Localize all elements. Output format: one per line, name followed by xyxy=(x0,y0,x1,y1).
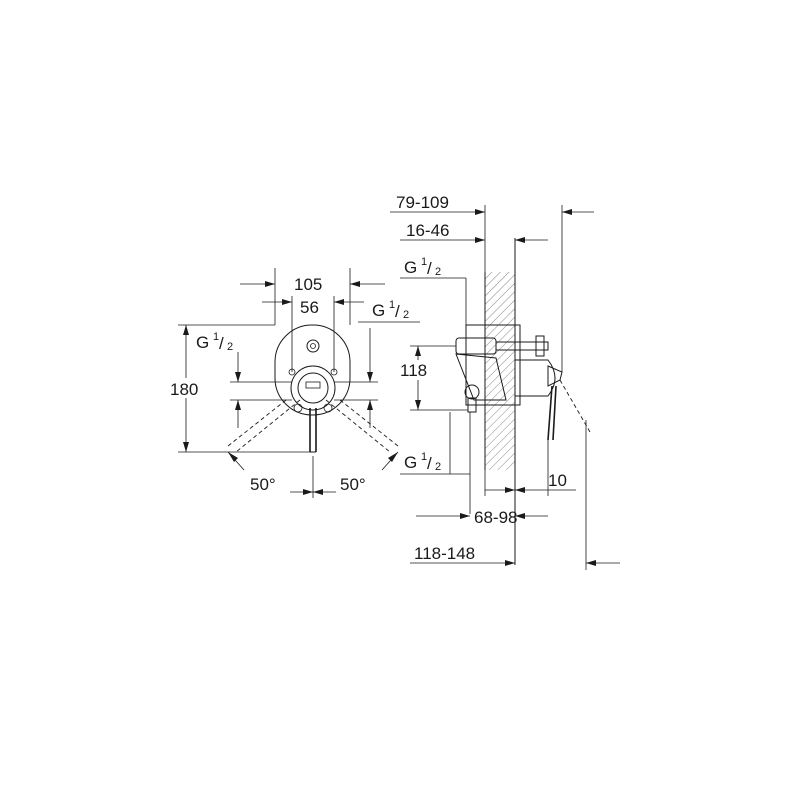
arrow-105-right xyxy=(350,281,360,287)
front-view: 105 56 180 G 1 / 2 xyxy=(168,268,420,498)
lever-rotation-dash xyxy=(559,379,591,433)
dim-label-105: 105 xyxy=(294,275,322,294)
dim-label-56: 56 xyxy=(300,298,319,317)
svg-text:1: 1 xyxy=(421,256,427,268)
mixer-cartridge-inner xyxy=(297,372,329,404)
svg-text:1: 1 xyxy=(389,299,395,311)
arrow-118-top xyxy=(415,346,421,356)
svg-text:1: 1 xyxy=(421,451,427,463)
svg-text:1: 1 xyxy=(213,331,219,343)
dim-label-68-98: 68-98 xyxy=(474,508,517,527)
svg-text:2: 2 xyxy=(227,341,233,353)
svg-text:/: / xyxy=(427,259,432,278)
svg-text:/: / xyxy=(219,334,224,353)
arrow-16-46-left xyxy=(475,237,485,243)
wall-section xyxy=(485,272,515,470)
arrow-thread-right-bottom xyxy=(367,400,373,410)
dim-label-10: 10 xyxy=(548,471,567,490)
arrow-118-148-left xyxy=(505,560,515,566)
outlet-stub xyxy=(467,397,477,413)
dim-label-180: 180 xyxy=(170,380,198,399)
svg-text:/: / xyxy=(395,302,400,321)
valve-stem xyxy=(495,341,549,351)
arrow-180-top xyxy=(183,325,189,335)
arrow-angle-center-left xyxy=(303,489,313,495)
cartridge-slot xyxy=(305,381,321,389)
arrow-10-left xyxy=(505,487,515,493)
mixer-cartridge-outer xyxy=(290,365,336,411)
arrow-180-bottom xyxy=(183,442,189,452)
svg-text:G: G xyxy=(196,333,209,352)
arrow-thread-right-top xyxy=(367,372,373,382)
thread-label-right: G 1 / 2 xyxy=(372,299,409,321)
valve-outlet-bottom xyxy=(464,384,480,400)
arrow-thread-left-bottom xyxy=(235,400,241,410)
escutcheon-profile xyxy=(515,359,556,397)
svg-text:2: 2 xyxy=(403,309,409,321)
arrow-angle-left-outer xyxy=(228,452,238,462)
dim-label-16-46: 16-46 xyxy=(406,221,449,240)
arrow-118-148-right xyxy=(586,560,596,566)
lever-arm-back xyxy=(552,385,557,441)
rotation-line-right-2 xyxy=(339,399,399,447)
thread-label-bottom: G 1 / 2 xyxy=(404,451,441,473)
svg-text:2: 2 xyxy=(435,266,441,278)
diverter-cap xyxy=(535,335,545,357)
angle-label-left: 50° xyxy=(250,475,276,494)
arrow-68-98-right xyxy=(515,513,525,519)
arrow-68-98-left xyxy=(460,513,470,519)
arrow-79-109-left xyxy=(475,209,485,215)
diverter-knob-center xyxy=(310,343,316,349)
arrow-angle-center-right xyxy=(313,489,323,495)
svg-text:2: 2 xyxy=(435,461,441,473)
angle-label-right: 50° xyxy=(340,475,366,494)
svg-text:/: / xyxy=(427,454,432,473)
arrow-118-bottom xyxy=(415,400,421,410)
thread-label-left: G 1 / 2 xyxy=(196,331,233,353)
thread-label-top: G 1 / 2 xyxy=(404,256,441,278)
svg-text:G: G xyxy=(372,301,385,320)
mount-ring-right xyxy=(323,403,333,413)
dim-label-118: 118 xyxy=(400,361,427,380)
mount-ring-left xyxy=(293,403,303,413)
escutcheon-plate xyxy=(274,324,351,416)
svg-text:G: G xyxy=(404,453,417,472)
lever-arm-front xyxy=(547,385,553,441)
arrow-thread-left-top xyxy=(235,372,241,382)
side-view: 79-109 16-46 G 1 / 2 118 G xyxy=(390,193,620,570)
arrow-16-46-right xyxy=(515,237,525,243)
arrow-56-right xyxy=(334,299,344,305)
svg-text:G: G xyxy=(404,258,417,277)
arrow-10-right xyxy=(515,487,525,493)
valve-body xyxy=(465,324,521,406)
arrow-79-109-right xyxy=(562,209,572,215)
arrow-56-left xyxy=(282,299,292,305)
rotation-line-left-2 xyxy=(227,399,287,447)
arrow-105-left xyxy=(265,281,275,287)
valve-body-wedge xyxy=(455,353,507,401)
diverter-knob xyxy=(306,339,320,353)
dim-label-118-148: 118-148 xyxy=(414,544,475,563)
arrow-angle-right-outer xyxy=(388,452,398,462)
dim-label-79-109: 79-109 xyxy=(396,193,449,212)
